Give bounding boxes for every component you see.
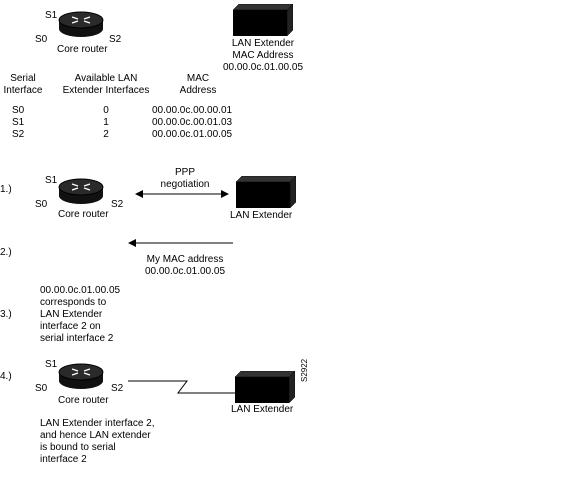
header-serial-line2: Interface bbox=[3, 85, 43, 96]
router-label: Core router bbox=[58, 395, 109, 406]
figure-id-label: S2922 bbox=[300, 358, 309, 382]
core-router-icon bbox=[58, 362, 104, 390]
table-cell-mac: 00.00.0c.00.01.03 bbox=[152, 117, 233, 128]
step3-text-line: corresponds to bbox=[40, 297, 107, 308]
table-cell-lan: 1 bbox=[103, 117, 109, 128]
ppp-label-line2: negotiation bbox=[160, 179, 210, 190]
header-mac-line1: MAC bbox=[186, 73, 210, 84]
port-label-s1: S1 bbox=[45, 10, 58, 21]
core-router-icon bbox=[58, 177, 104, 205]
step3-text-line: LAN Extender bbox=[40, 309, 103, 320]
router-label: Core router bbox=[58, 209, 109, 220]
ppp-label-line1: PPP bbox=[174, 167, 195, 178]
table-cell-serial: S2 bbox=[12, 129, 25, 140]
extender-mac-label: MAC Address bbox=[232, 50, 294, 61]
step4-text-line: is bound to serial bbox=[40, 442, 116, 453]
table-cell-mac: 00.00.0c.00.00.01 bbox=[152, 105, 233, 116]
port-label-s1: S1 bbox=[45, 175, 58, 186]
port-label-s2: S2 bbox=[111, 383, 124, 394]
lan-extender-icon bbox=[234, 370, 296, 404]
step-number-2: 2.) bbox=[0, 247, 12, 258]
port-label-s2: S2 bbox=[111, 199, 124, 210]
port-label-s1: S1 bbox=[45, 359, 58, 370]
extender-label: LAN Extender bbox=[231, 38, 295, 49]
extender-mac-value: 00.00.0c.01.00.05 bbox=[222, 62, 304, 73]
table-cell-lan: 0 bbox=[103, 105, 109, 116]
port-label-s0: S0 bbox=[35, 34, 48, 45]
extender-label: LAN Extender bbox=[230, 210, 293, 221]
header-lan-line1: Available LAN bbox=[74, 73, 138, 84]
lan-extender-icon bbox=[235, 175, 297, 209]
mac-message-line2: 00.00.0c.01.00.05 bbox=[144, 266, 226, 277]
table-cell-lan: 2 bbox=[103, 129, 109, 140]
step-number-1: 1.) bbox=[0, 184, 12, 195]
step-number-3: 3.) bbox=[0, 309, 12, 320]
step3-text-line: 00.00.0c.01.00.05 bbox=[40, 285, 121, 296]
step3-text-line: interface 2 on bbox=[40, 321, 101, 332]
step3-text-line: serial interface 2 bbox=[40, 333, 114, 344]
port-label-s0: S0 bbox=[35, 199, 48, 210]
step-number-4: 4.) bbox=[0, 371, 12, 382]
router-label: Core router bbox=[57, 44, 108, 55]
table-cell-serial: S1 bbox=[12, 117, 25, 128]
header-mac-line2: Address bbox=[179, 85, 217, 96]
mac-message-line1: My MAC address bbox=[146, 254, 224, 265]
table-cell-serial: S0 bbox=[12, 105, 25, 116]
port-label-s0: S0 bbox=[35, 383, 48, 394]
step4-text-line: LAN Extender interface 2, bbox=[40, 418, 155, 429]
header-serial-line1: Serial bbox=[10, 73, 36, 84]
lan-extender-icon bbox=[232, 3, 294, 37]
step4-text-line: interface 2 bbox=[40, 454, 87, 465]
step4-text-line: and hence LAN extender bbox=[40, 430, 151, 441]
serial-link-line bbox=[128, 380, 235, 394]
table-cell-mac: 00.00.0c.01.00.05 bbox=[152, 129, 233, 140]
port-label-s2: S2 bbox=[109, 34, 122, 45]
header-lan-line2: Extender Interfaces bbox=[62, 85, 150, 96]
core-router-icon bbox=[58, 10, 104, 38]
extender-label: LAN Extender bbox=[231, 404, 294, 415]
